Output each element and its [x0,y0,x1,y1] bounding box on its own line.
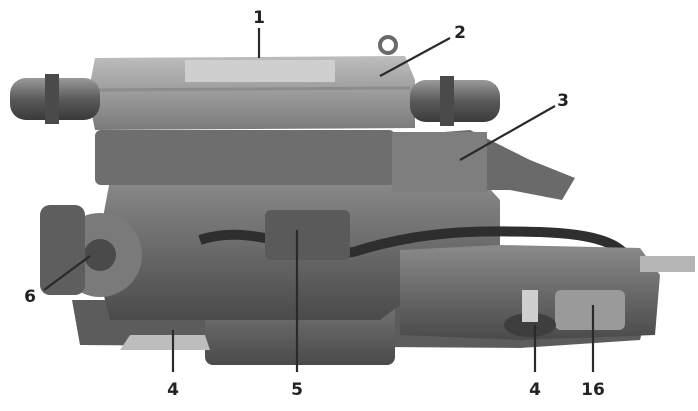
cylinder-head [95,130,395,185]
engine-mount-rear-stud [522,290,538,322]
intake-pipe-right [410,80,500,122]
callout-3: 3 [557,91,569,111]
callout-16: 16 [581,380,605,400]
callout-1: 1 [253,8,265,28]
callout-4b: 4 [529,380,541,400]
injection-pump [265,210,350,260]
callout-4a: 4 [167,380,179,400]
engine-mount-front [120,335,210,350]
callout-2: 2 [454,23,466,43]
callout-5: 5 [291,380,303,400]
intake-clamp-right [440,76,454,126]
alternator-pulley [84,239,116,271]
output-shaft [640,256,695,272]
leader-3 [459,105,556,161]
gearbox-lever [555,290,625,330]
callout-labels: 1 2 3 4 5 6 4 16 [24,8,605,400]
lifting-eye [378,35,398,55]
leader-2 [379,37,451,77]
heat-exchanger [392,132,487,192]
intake-clamp-left [45,74,59,124]
engine-illustration [10,35,695,365]
callout-leaders [43,28,595,372]
leader-6 [43,255,91,291]
valve-cover-ridge [94,86,411,92]
engine-mount-rear [504,313,556,337]
callout-6: 6 [24,287,36,307]
front-cover [40,205,85,295]
valve-cover-badge [185,60,335,82]
